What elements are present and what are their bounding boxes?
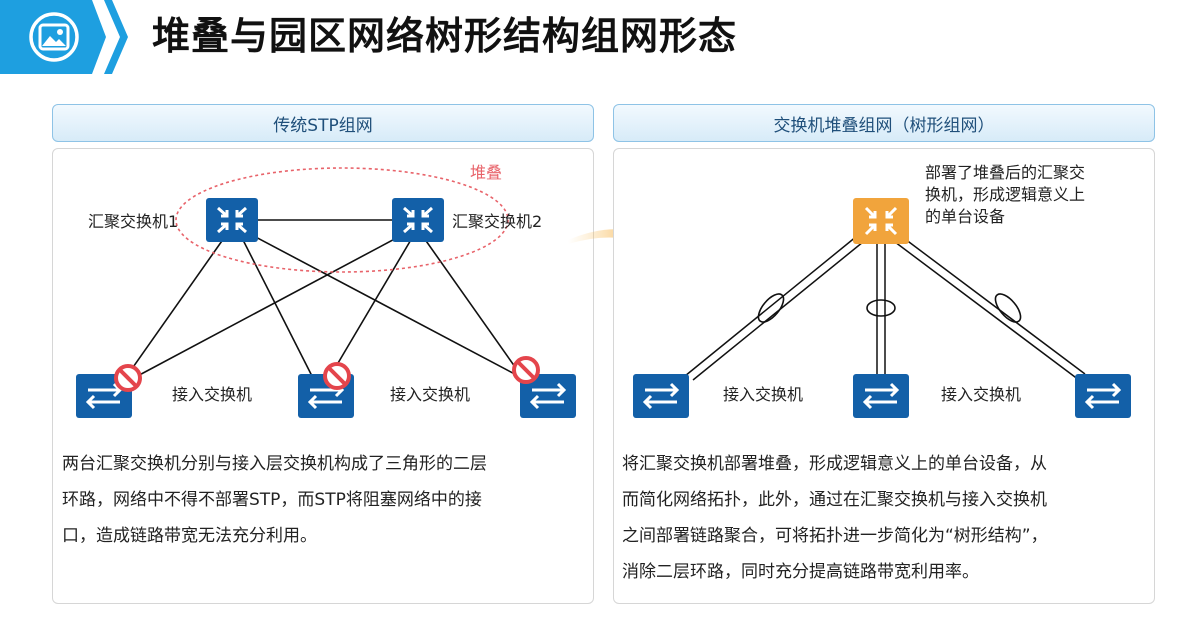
header-chevron	[104, 0, 128, 74]
access-switch-icon	[520, 374, 576, 418]
blocked-port-icon	[323, 362, 351, 390]
stack-note: 部署了堆叠后的汇聚交 换机，形成逻辑意义上 的单台设备	[925, 163, 1090, 226]
desc-line: 环路，网络中不得不部署STP，而STP将阻塞网络中的接	[62, 490, 482, 510]
right-description: 将汇聚交换机部署堆叠，形成逻辑意义上的单台设备，从 而简化网络拓扑，此外，通过在…	[622, 446, 1152, 590]
desc-line: 消除二层环路，同时充分提高链路带宽利用率。	[622, 562, 979, 582]
stp-links	[123, 219, 527, 381]
left-panel-header: 传统STP组网	[52, 104, 594, 142]
desc-line: 口，造成链路带宽无法充分利用。	[62, 526, 317, 546]
access-switch-icon	[853, 374, 909, 418]
blocked-port-icon	[512, 356, 540, 384]
stack-tree-topology-diagram: 部署了堆叠后的汇聚交 换机，形成逻辑意义上 的单台设备 接入交换机 接入交换机	[633, 163, 1131, 418]
stp-topology-diagram: 堆叠 汇聚交换机1 汇聚交换机2	[76, 163, 576, 418]
aggregation-switch-2-icon	[392, 198, 444, 242]
image-icon	[29, 12, 79, 62]
access-switch-icon	[633, 374, 689, 418]
stack-ellipse	[175, 167, 509, 273]
agg-switch-2-label: 汇聚交换机2	[452, 212, 542, 231]
desc-line: 而简化网络拓扑，此外，通过在汇聚交换机与接入交换机	[622, 490, 1047, 510]
stacked-aggregation-switch-icon	[853, 198, 909, 244]
desc-line: 两台汇聚交换机分别与接入层交换机构成了三角形的二层	[62, 454, 487, 474]
left-description: 两台汇聚交换机分别与接入层交换机构成了三角形的二层 环路，网络中不得不部署STP…	[62, 446, 588, 554]
access-switch-label: 接入交换机	[941, 385, 1021, 404]
aggregation-switch-1-icon	[206, 198, 258, 242]
blocked-port-icon	[114, 364, 142, 392]
agg-switch-1-label: 汇聚交换机1	[88, 212, 178, 231]
link-aggregation-rings	[757, 293, 1022, 323]
stack-label: 堆叠	[470, 163, 502, 182]
desc-line: 之间部署链路聚合，可将拓扑进一步简化为“树形结构”，	[622, 526, 1048, 546]
access-switch-label: 接入交换机	[390, 385, 470, 404]
access-switch-label: 接入交换机	[172, 385, 252, 404]
page-title: 堆叠与园区网络树形结构组网形态	[152, 14, 738, 58]
access-switch-icon	[1075, 374, 1131, 418]
access-switch-label: 接入交换机	[723, 385, 803, 404]
aggregated-links	[684, 235, 1086, 381]
desc-line: 将汇聚交换机部署堆叠，形成逻辑意义上的单台设备，从	[622, 454, 1047, 474]
right-panel-header: 交换机堆叠组网（树形组网）	[613, 104, 1155, 142]
